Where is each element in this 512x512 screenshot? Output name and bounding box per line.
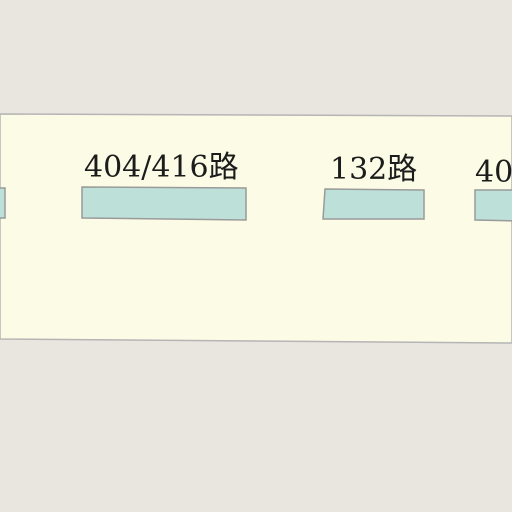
- bus-stop-platform-132[interactable]: [322, 188, 425, 220]
- bus-stop-platform-right[interactable]: [474, 189, 512, 222]
- route-label-404-416[interactable]: 404/416路: [84, 150, 239, 185]
- bus-stop-platform-404-416[interactable]: [81, 186, 247, 221]
- route-label-40-partial[interactable]: 40: [475, 155, 512, 190]
- bus-stop-platform-left[interactable]: [0, 187, 6, 219]
- city-block: [0, 113, 512, 344]
- route-label-132[interactable]: 132路: [330, 152, 418, 187]
